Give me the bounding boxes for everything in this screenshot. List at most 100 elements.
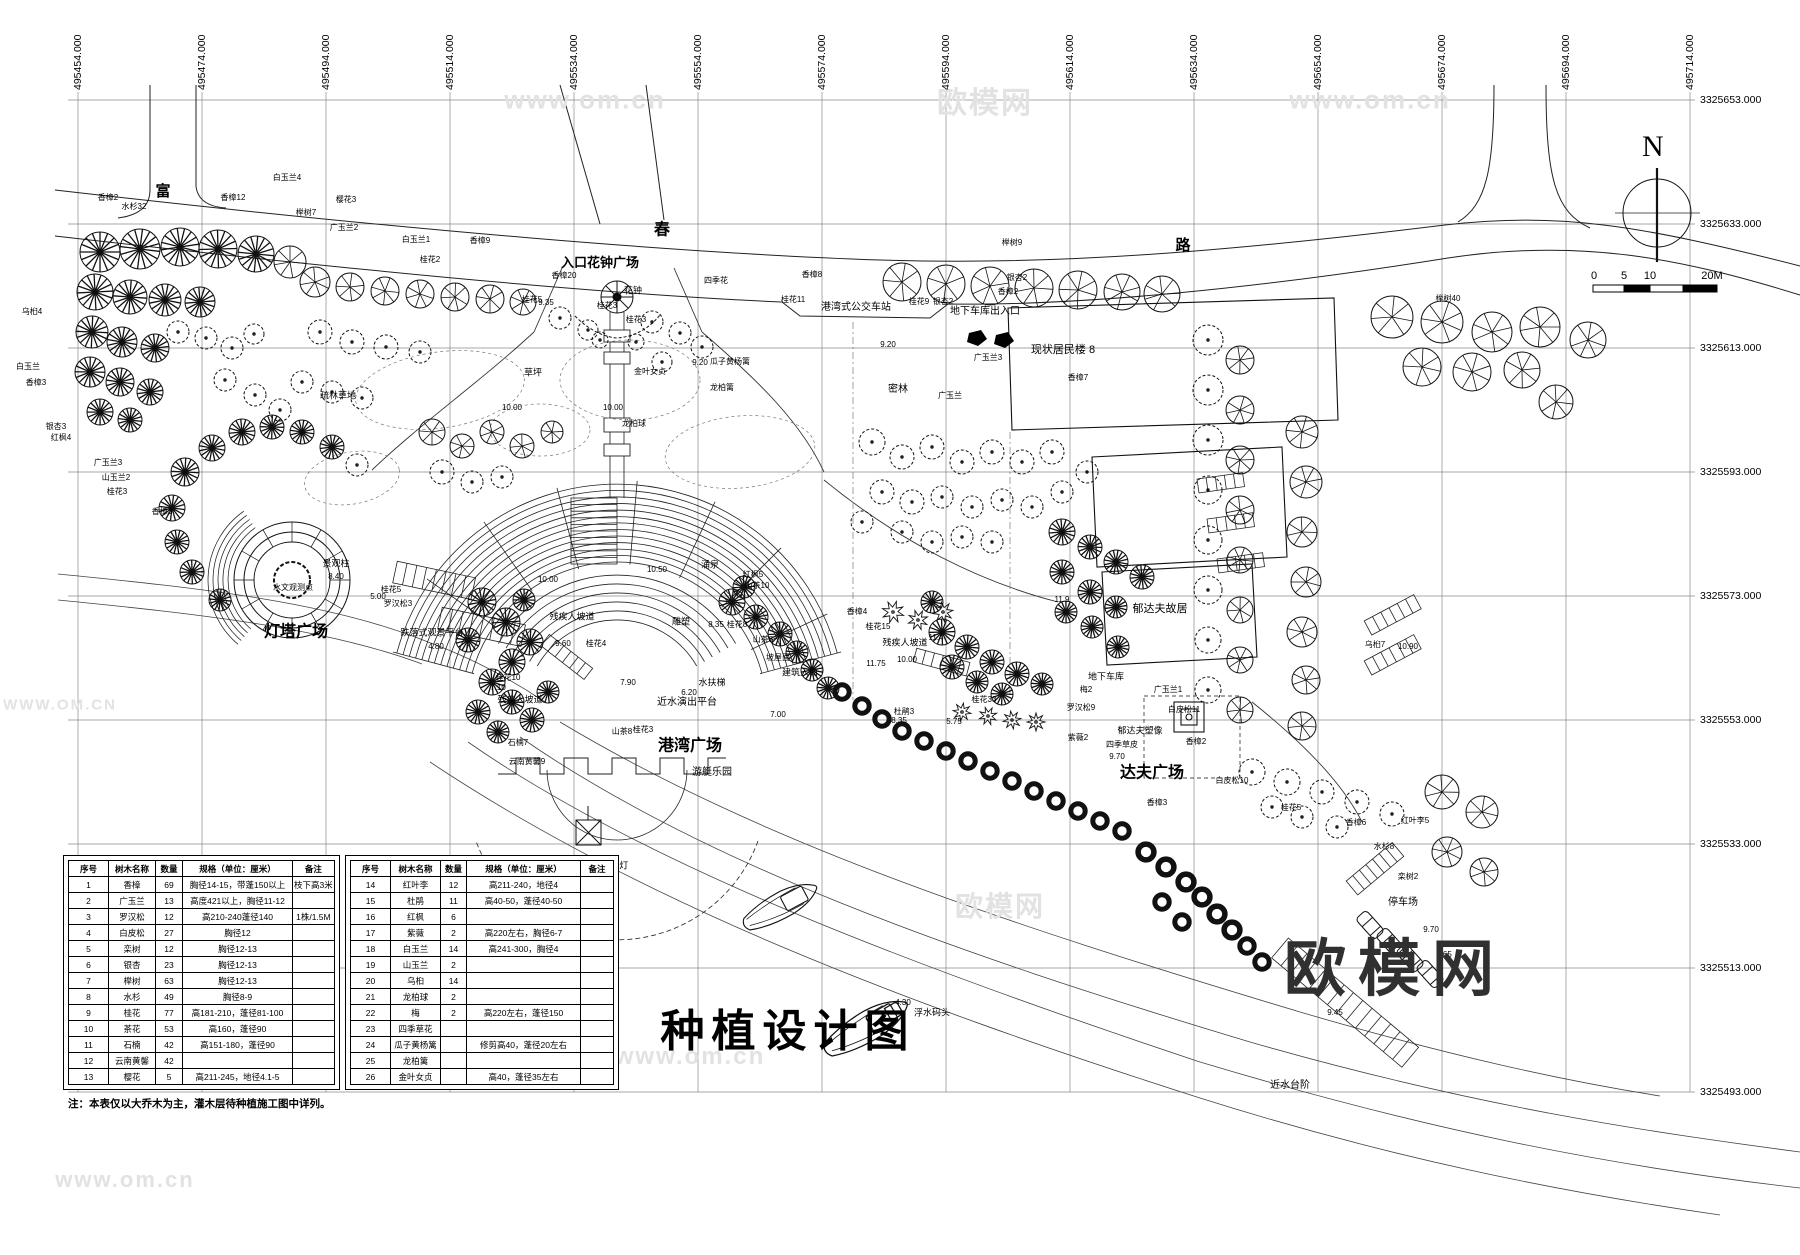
plan-label: 港湾式公交车站: [821, 301, 891, 313]
table-cell: 21: [350, 988, 391, 1005]
table-cell: 龙柏篱: [390, 1052, 441, 1069]
parked-cars: [1356, 911, 1444, 988]
table-cell: 榉树: [108, 972, 156, 989]
table-cell: 4: [68, 924, 109, 941]
table-cell: 25: [350, 1052, 391, 1069]
table-cell: [292, 892, 335, 909]
plan-label: 白皮松10: [1215, 775, 1249, 785]
north-letter: N: [1642, 130, 1664, 163]
table-header: 树木名称: [390, 860, 441, 877]
plan-label: 疏林草地: [319, 390, 357, 401]
plan-label: 10.00: [602, 402, 624, 412]
plan-label: 9.45: [1327, 1007, 1343, 1017]
table-cell: 2: [440, 1004, 467, 1021]
walkways: [371, 267, 1363, 823]
coordinate-label-x: 495494.000: [320, 34, 332, 90]
table-cell: [292, 972, 335, 989]
coordinate-label-x: 495614.000: [1064, 34, 1076, 90]
coordinate-label-x: 495594.000: [940, 34, 952, 90]
coordinate-label-x: 495554.000: [692, 34, 704, 90]
plan-label: 桂花5: [380, 584, 402, 594]
scale-bar: [1592, 284, 1718, 293]
plan-label: 10.00: [537, 574, 559, 584]
plan-label: 银杏2: [1006, 272, 1028, 282]
plan-label: 桂花11: [780, 294, 806, 304]
table-header-row: 序号树木名称数量规格（单位：厘米）备注: [350, 860, 614, 877]
table-cell: 胸径14-15，带蓬150以上: [182, 876, 293, 893]
coordinate-label-y: 3325653.000: [1700, 94, 1762, 106]
table-cell: 山玉兰: [390, 956, 441, 973]
table-cell: 19: [350, 956, 391, 973]
plan-label: 榉树7: [295, 207, 317, 217]
coordinate-label-y: 3325533.000: [1700, 838, 1762, 850]
plan-label: 6.20: [681, 687, 697, 697]
table-cell: 8: [68, 988, 109, 1005]
plan-label: 入口花钟广场: [560, 255, 640, 271]
table-cell: [292, 1004, 335, 1021]
plan-label: 香樟6: [1345, 817, 1367, 827]
table-cell: 53: [155, 1020, 183, 1037]
plan-label: 4.80: [428, 641, 444, 651]
table-header: 树木名称: [108, 860, 156, 877]
table-cell: [580, 924, 614, 941]
plan-label: 建筑入口: [781, 667, 819, 678]
table-cell: [580, 876, 614, 893]
table-cell: 红叶李: [390, 876, 441, 893]
plan-label: 广玉兰2: [329, 222, 359, 232]
plan-label: 9.35: [538, 297, 554, 307]
table-cell: [580, 892, 614, 909]
table-cell: 胸径8-9: [182, 988, 293, 1005]
table-cell: 10: [68, 1020, 109, 1037]
table-cell: 胸径12: [182, 924, 293, 941]
plan-label: 罗汉松3: [383, 598, 413, 608]
table-cell: 17: [350, 924, 391, 941]
plan-label: 银杏3: [45, 421, 67, 431]
coordinate-label-x: 495534.000: [568, 34, 580, 90]
plan-label: 9.65: [1436, 949, 1452, 959]
plan-label: 香樟2: [97, 192, 119, 202]
table-cell: [440, 1036, 467, 1053]
table-cell: 梅: [390, 1004, 441, 1021]
plan-label: 桂花8: [726, 619, 748, 629]
lawn-contours: [304, 322, 1011, 700]
table-cell: [580, 972, 614, 989]
table-cell: 11: [440, 892, 467, 909]
table-cell: [292, 956, 335, 973]
table-cell: 茶花: [108, 1020, 156, 1037]
plan-label: 10.50: [646, 564, 668, 574]
table-header: 规格（单位：厘米）: [466, 860, 581, 877]
table-cell: [466, 956, 581, 973]
table-cell: 胸径12-13: [182, 972, 293, 989]
plan-label: 四季草皮: [1106, 739, 1138, 749]
plan-label: 瓜子黄杨篱: [710, 356, 750, 366]
table-header: 备注: [292, 860, 335, 877]
coordinate-label-x: 495514.000: [444, 34, 456, 90]
plan-label: 景观柱: [322, 558, 350, 569]
table-cell: [466, 1020, 581, 1037]
table-cell: [292, 1068, 335, 1085]
table-cell: 2: [440, 956, 467, 973]
table-header: 序号: [68, 860, 109, 877]
plan-label: 山玉兰2: [101, 472, 131, 482]
plan-label: 香樟3: [151, 506, 173, 516]
table-cell: [580, 1068, 614, 1085]
plan-label: 桂花10: [495, 672, 521, 682]
table-cell: 杜鹃: [390, 892, 441, 909]
water-viewing-platform: [575, 806, 602, 846]
plan-label: 5.75: [946, 716, 962, 726]
table-cell: 24: [350, 1036, 391, 1053]
table-cell: 7: [68, 972, 109, 989]
table-cell: 13: [155, 892, 183, 909]
plan-label: 7.90: [620, 677, 636, 687]
plan-label: 香樟8: [801, 269, 823, 279]
table-cell: 高40，蓬径35左右: [466, 1068, 581, 1085]
